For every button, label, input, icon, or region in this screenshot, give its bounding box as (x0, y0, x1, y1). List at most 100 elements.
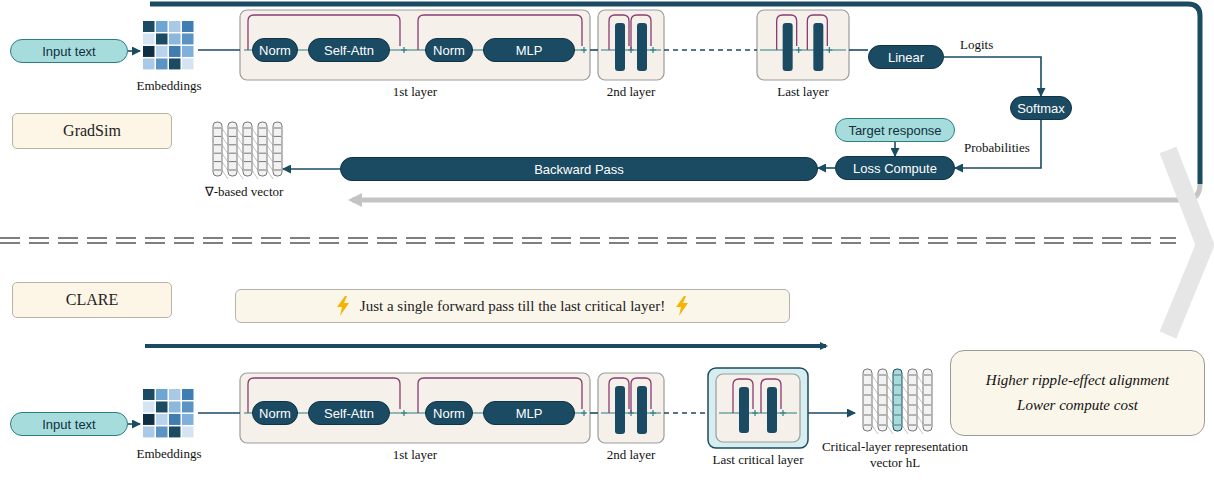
node-label: Target response (848, 123, 941, 138)
residual-add (780, 410, 786, 416)
decoration-stroke (214, 144, 221, 145)
node-caption: 1st layer (393, 447, 437, 463)
decoration-stroke (259, 170, 266, 171)
embedding-cell (169, 33, 181, 44)
decoration-stroke (887, 415, 893, 424)
node-label: CLARE (66, 291, 118, 309)
decoration-stroke (894, 405, 901, 406)
edge-label: Logits (958, 37, 995, 53)
decoration-stroke (252, 170, 258, 179)
node-label: Linear (888, 50, 924, 65)
backward-bar: Backward Pass (340, 157, 818, 181)
layer-background (240, 10, 590, 80)
mlp-box: MLP (483, 401, 575, 425)
embedding-cell (156, 401, 168, 412)
method-box: CLARE (12, 282, 172, 318)
decoration-stroke (267, 170, 273, 179)
layer-background (757, 10, 849, 80)
method-box: GradSim (12, 113, 172, 149)
decoration-stroke (274, 170, 281, 171)
decoration-stroke (864, 385, 871, 386)
node-label: Higher ripple-effect alignment (986, 372, 1169, 389)
decoration-stroke (244, 153, 251, 154)
embedding-cell (156, 33, 168, 44)
node-caption: 1st layer (393, 84, 437, 100)
node-label: Norm (433, 406, 465, 421)
highlight-banner: Just a single forward pass till the last… (235, 289, 790, 323)
decoration-stroke (909, 375, 916, 376)
layer-box: 1st layerNormSelf-AttnNormMLP (240, 10, 590, 80)
decoration-stroke (864, 405, 871, 406)
embedding-cell (182, 58, 194, 69)
decoration-stroke (917, 395, 923, 404)
decoration-stroke (229, 144, 236, 145)
node-label: Softmax (1017, 101, 1065, 116)
sublayer-bar (637, 386, 647, 434)
connector (198, 49, 240, 51)
decoration-stroke (864, 375, 871, 376)
norm-box: Norm (425, 38, 473, 62)
decoration-stroke (229, 170, 236, 171)
sublayer-bar (813, 23, 823, 71)
decoration-stroke (879, 385, 886, 386)
embedding-cell (156, 426, 168, 437)
edge-label: Probabilities (962, 140, 1032, 156)
residual-add (752, 410, 758, 416)
node-caption: Last critical layer (713, 452, 804, 468)
connector (808, 412, 855, 414)
decoration-stroke (872, 425, 878, 434)
connector (590, 412, 598, 414)
decoration-stroke (244, 136, 251, 137)
embedding-cell (169, 414, 181, 425)
layer-box: Last layer (757, 10, 849, 80)
decoration-stroke (887, 405, 893, 414)
node-label: Just a single forward pass till the last… (360, 298, 665, 315)
node-label: Input text (42, 44, 95, 59)
decoration-stroke (222, 128, 228, 137)
connector (198, 412, 240, 414)
loss-box: Loss Compute (835, 156, 955, 180)
critical-highlight (708, 368, 808, 448)
embedding-cell (143, 58, 155, 69)
result-box: Higher ripple-effect alignmentLower comp… (950, 350, 1205, 436)
decoration-stroke (917, 405, 923, 414)
layer-background (598, 10, 664, 80)
decoration-stroke (229, 161, 236, 162)
layer-background (240, 373, 590, 443)
decoration-stroke (917, 415, 923, 424)
decoration-stroke (267, 128, 273, 137)
node-label: MLP (516, 406, 543, 421)
norm-box: Norm (252, 38, 298, 62)
embedding-cell (156, 21, 168, 32)
decoration-stroke (222, 136, 228, 145)
decoration-stroke (879, 395, 886, 396)
sublayer-bar (637, 23, 647, 71)
residual-add (581, 47, 587, 53)
separator (0, 242, 1176, 244)
vector-column (243, 122, 252, 176)
decoration-stroke (924, 375, 931, 376)
embedding-cell (182, 389, 194, 400)
residual-add (401, 410, 407, 416)
connector (955, 120, 1041, 168)
node-label: Norm (259, 406, 291, 421)
node-label: MLP (516, 43, 543, 58)
node-label: Lower compute cost (1017, 397, 1138, 414)
decoration-stroke (902, 425, 908, 434)
decoration-stroke (902, 415, 908, 424)
decoration-stroke (222, 162, 228, 171)
lightning-icon (675, 296, 689, 316)
decoration-stroke (917, 425, 923, 434)
node-caption: Embeddings (137, 78, 202, 94)
vector-column (878, 369, 887, 431)
embedding-cell (169, 46, 181, 57)
vector-column (923, 369, 932, 431)
decoration-stroke (887, 385, 893, 394)
decoration-stroke (924, 415, 931, 416)
decoration-stroke (222, 153, 228, 162)
embedding-cell (156, 58, 168, 69)
decoration-stroke (214, 128, 221, 129)
linear-box: Linear (868, 45, 944, 69)
embedding-cell (169, 58, 181, 69)
decoration-stroke (267, 153, 273, 162)
